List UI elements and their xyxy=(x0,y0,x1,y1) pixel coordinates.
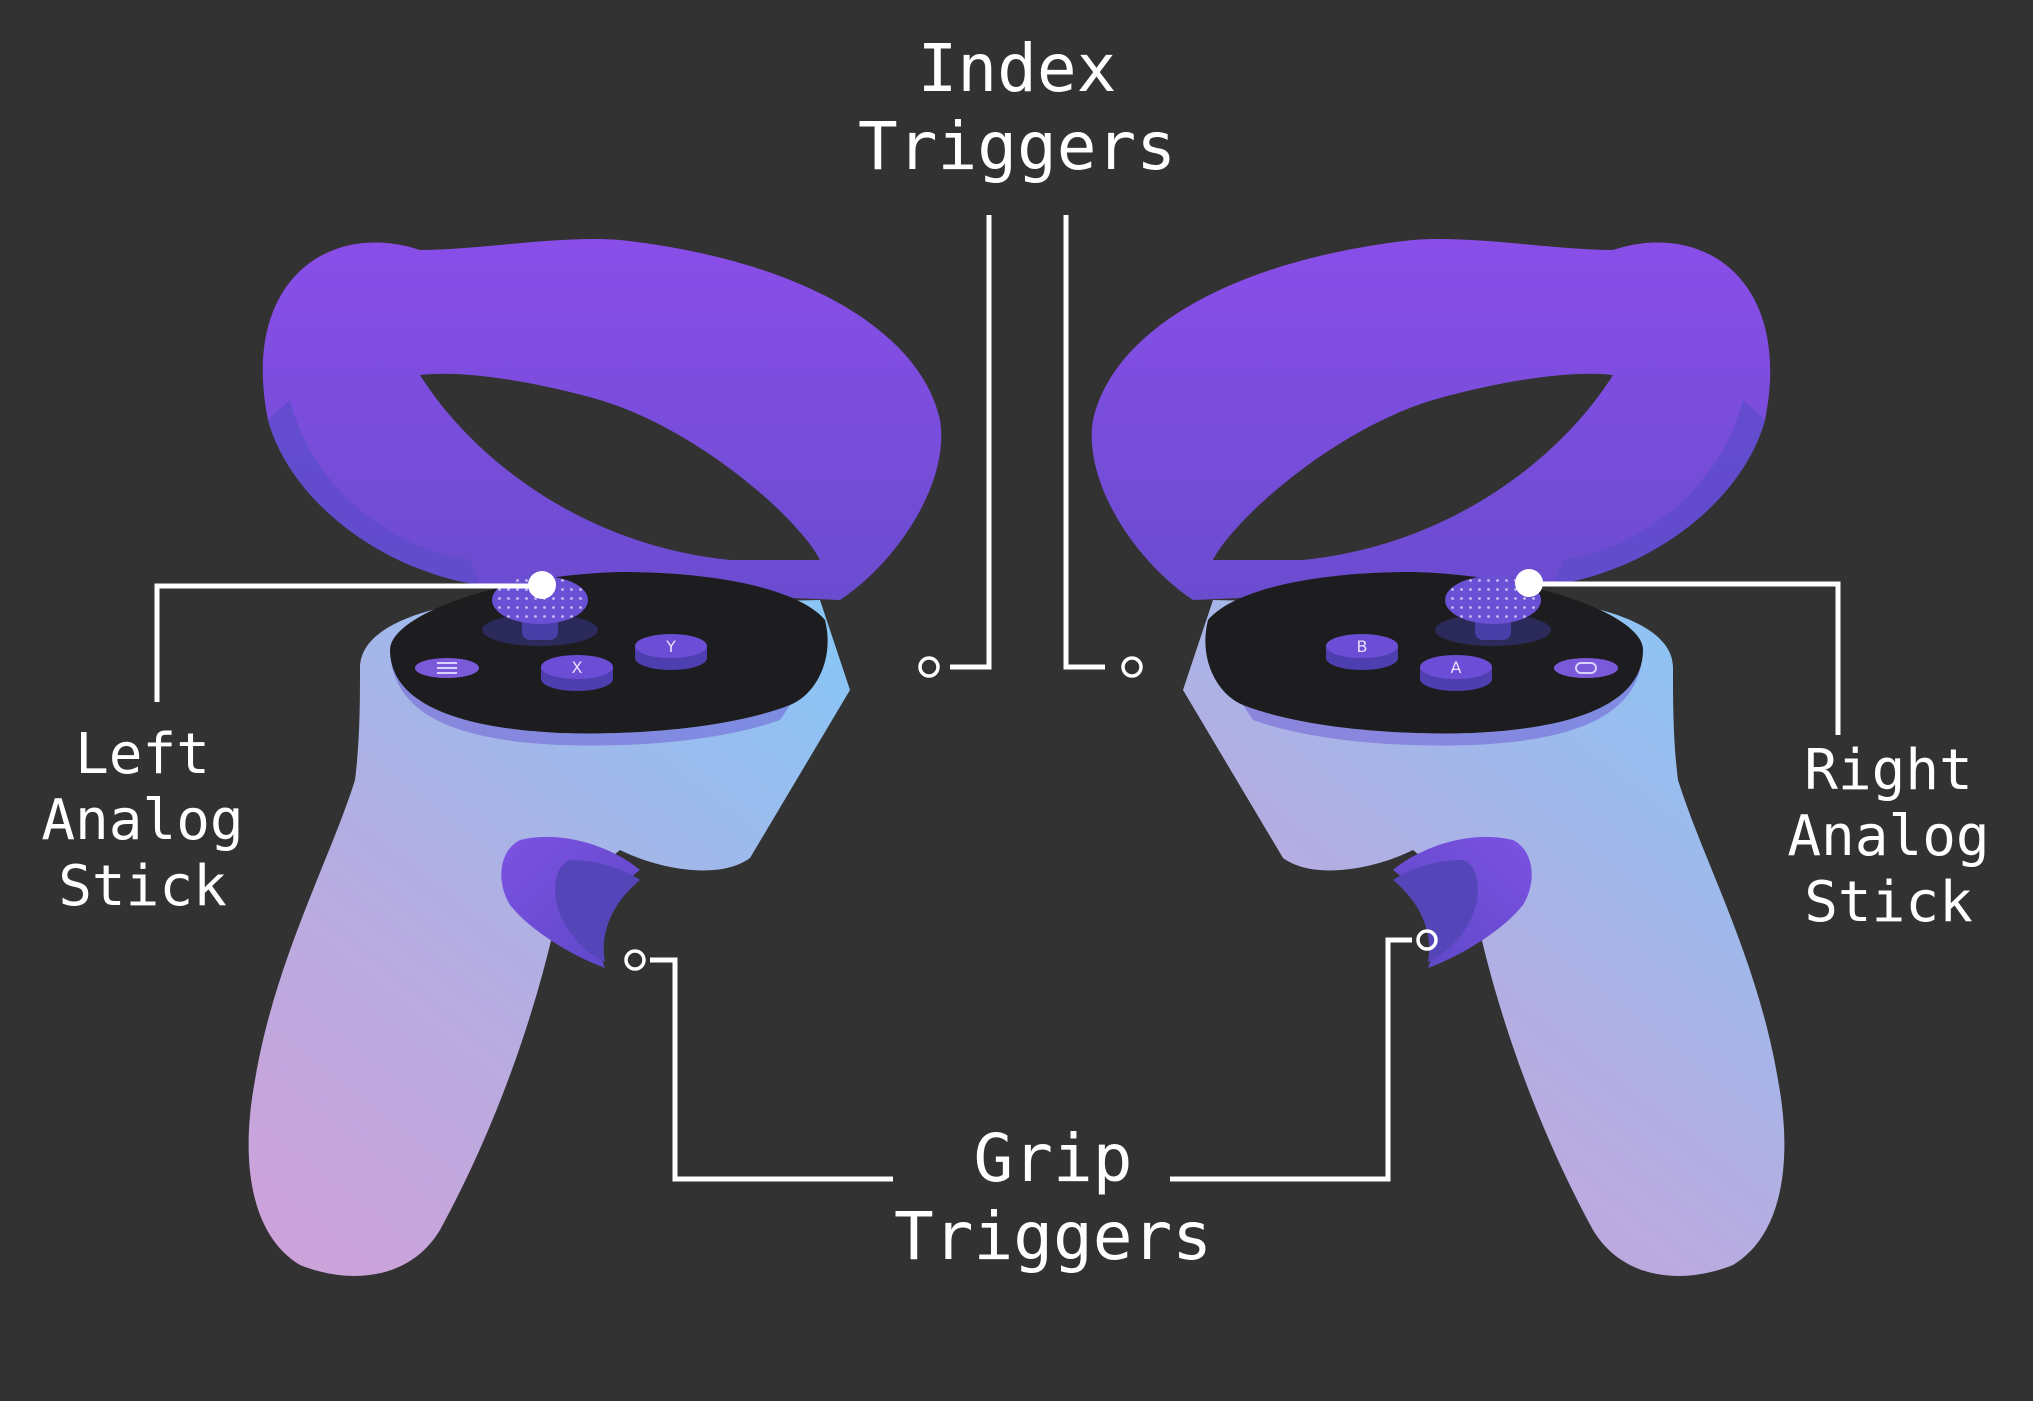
callout-lines xyxy=(154,215,1841,1182)
grip-trigger-right-marker xyxy=(1416,929,1438,951)
right-analog-stick-label: Right Analog Stick xyxy=(1766,738,2011,936)
grip-triggers-line-2: Triggers xyxy=(894,1197,1212,1275)
left-stick-line-1: Left xyxy=(75,722,210,787)
left-stick-marker xyxy=(528,571,556,599)
right-home-button xyxy=(1554,658,1618,678)
left-tracking-ring xyxy=(262,238,942,600)
left-faceplate xyxy=(390,572,828,734)
right-grip-trigger-inner xyxy=(1393,860,1478,962)
right-faceplate xyxy=(1205,572,1643,734)
grip-trigger-right-leader xyxy=(1170,937,1412,1182)
grip-trigger-left-marker xyxy=(624,949,646,971)
right-stick-line-2: Analog xyxy=(1787,804,1990,870)
left-x-button-label: X xyxy=(572,658,583,677)
right-stick-line-3: Stick xyxy=(1804,870,1973,936)
right-tracking-ring xyxy=(1091,238,1771,600)
grip-triggers-line-1: Grip xyxy=(973,1120,1133,1197)
left-y-button[interactable] xyxy=(635,634,707,658)
right-ring-inner-band xyxy=(1553,400,1765,585)
oculus-home-icon xyxy=(1575,662,1597,674)
right-stick-leader xyxy=(1530,581,1841,735)
right-a-button[interactable] xyxy=(1420,655,1492,679)
left-analog-stick-label: Left Analog Stick xyxy=(20,722,265,920)
right-a-button-label: A xyxy=(1451,658,1462,677)
right-stick-line-1: Right xyxy=(1804,738,1973,803)
callout-endpoints xyxy=(528,569,1543,971)
left-ring-inner-band xyxy=(268,400,480,585)
left-x-button[interactable] xyxy=(541,655,613,679)
index-triggers-line-2: Triggers xyxy=(858,107,1176,185)
right-b-button[interactable] xyxy=(1326,634,1398,658)
index-trigger-right-leader xyxy=(1063,215,1105,670)
right-b-button-label: B xyxy=(1357,637,1368,656)
index-triggers-line-1: Index xyxy=(917,30,1117,107)
grip-triggers-label: Grip Triggers xyxy=(853,1120,1253,1276)
right-controller xyxy=(1091,238,1785,1276)
index-triggers-label: Index Triggers xyxy=(817,30,1217,186)
menu-icon xyxy=(437,662,457,674)
left-controller: X Y xyxy=(248,238,942,1276)
grip-trigger-left-leader xyxy=(650,957,893,1182)
left-stick-line-3: Stick xyxy=(58,854,227,920)
index-trigger-right-marker xyxy=(1121,656,1143,678)
left-stick-leader xyxy=(154,583,540,702)
right-stick-marker xyxy=(1515,569,1543,597)
left-stick-line-2: Analog xyxy=(41,788,244,854)
left-y-button-label: Y xyxy=(665,637,676,656)
index-trigger-left-leader xyxy=(950,215,992,670)
index-trigger-left-marker xyxy=(918,656,940,678)
left-grip-trigger-inner xyxy=(555,860,640,962)
